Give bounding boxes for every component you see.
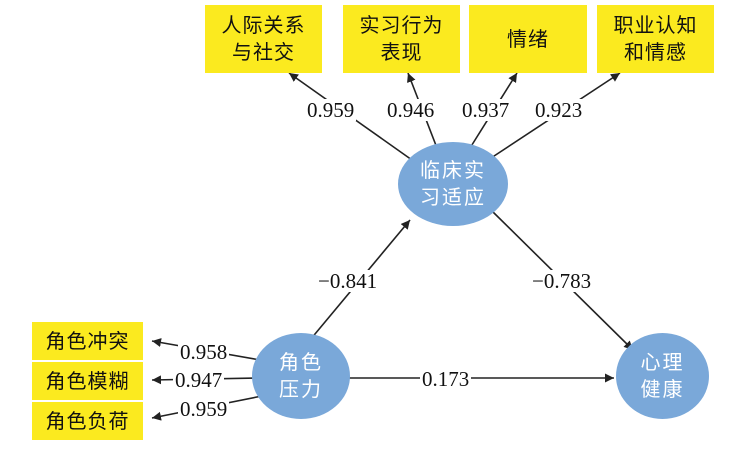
indicator-role-overload: 角色负荷 <box>32 402 143 440</box>
path-adaptation-to-health: −0.783 <box>530 269 594 293</box>
indicator-interpersonal: 人际关系 与社交 <box>205 5 322 73</box>
loading-role-overload: 0.959 <box>178 397 230 421</box>
indicator-practice-behavior: 实习行为 表现 <box>343 5 460 73</box>
indicator-role-ambiguity: 角色模糊 <box>32 362 143 400</box>
loading-interpersonal: 0.959 <box>305 98 357 122</box>
indicator-emotion: 情绪 <box>469 5 587 73</box>
path-stress-to-adaptation: −0.841 <box>316 269 380 293</box>
loading-role-ambiguity: 0.947 <box>173 368 225 392</box>
indicator-role-conflict: 角色冲突 <box>32 322 143 360</box>
latent-clinical-adaptation: 临床实 习适应 <box>398 142 508 226</box>
loading-career-cognition: 0.923 <box>533 98 585 122</box>
loading-role-conflict: 0.958 <box>178 340 230 364</box>
loading-practice-behavior: 0.946 <box>385 98 437 122</box>
indicator-career-cognition: 职业认知 和情感 <box>597 5 714 73</box>
latent-role-stress: 角色 压力 <box>252 333 350 419</box>
loading-emotion: 0.937 <box>460 98 512 122</box>
path-stress-to-health: 0.173 <box>420 367 472 391</box>
latent-mental-health: 心理 健康 <box>616 333 709 419</box>
